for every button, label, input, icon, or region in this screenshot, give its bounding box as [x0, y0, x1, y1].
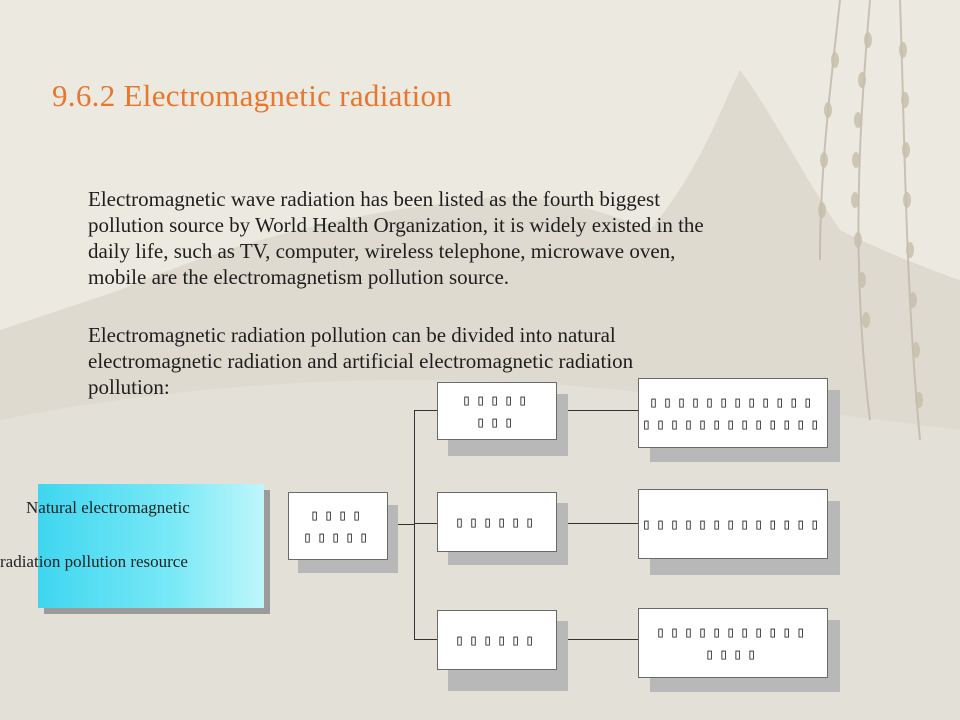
paragraph-pollution-types: Electromagnetic radiation pollution can …	[88, 322, 848, 400]
diagram-right-box-3: ▯▯▯▯▯▯▯▯▯▯▯ ▯▯▯▯	[638, 608, 828, 678]
connector-to-mid1	[414, 410, 438, 411]
box-text: ▯▯▯▯▯▯▯▯▯▯▯▯▯	[641, 515, 825, 533]
box-text: ▯▯▯▯▯	[461, 391, 533, 409]
diagram-mid-box-2: ▯▯▯▯▯▯	[437, 492, 557, 552]
paragraph-who-pollution: Electromagnetic wave radiation has been …	[88, 186, 888, 290]
connector-root-right	[386, 524, 414, 525]
paragraph-line: pollution:	[88, 375, 170, 399]
connector-vertical	[414, 410, 415, 640]
diagram-right-box-1: ▯▯▯▯▯▯▯▯▯▯▯▯ ▯▯▯▯▯▯▯▯▯▯▯▯▯	[638, 378, 828, 448]
box-text: ▯▯▯▯▯▯▯▯▯▯▯	[655, 623, 811, 641]
box-text: ▯▯▯	[475, 413, 519, 431]
paragraph-line: Electromagnetic radiation pollution can …	[88, 323, 616, 347]
paragraph-line: mobile are the electromagnetism pollutio…	[88, 265, 510, 289]
diagram-mid-box-3: ▯▯▯▯▯▯	[437, 610, 557, 670]
natural-radiation-panel	[38, 484, 264, 608]
diagram-right-box-2: ▯▯▯▯▯▯▯▯▯▯▯▯▯	[638, 489, 828, 559]
box-text: ▯▯▯▯▯	[302, 528, 374, 546]
connector-mid3-right3	[556, 639, 638, 640]
connector-mid2-right2	[556, 523, 638, 524]
box-text: ▯▯▯▯▯▯▯▯▯▯▯▯	[648, 393, 818, 411]
box-text: ▯▯▯▯	[309, 506, 367, 524]
paragraph-line: Electromagnetic wave radiation has been …	[88, 187, 661, 211]
diagram-mid-box-1: ▯▯▯▯▯ ▯▯▯	[437, 382, 557, 440]
left-panel-label-line1: Natural electromagnetic	[26, 498, 190, 517]
box-text: ▯▯▯▯▯▯	[454, 631, 540, 649]
slide-title: 9.6.2 Electromagnetic radiation	[52, 78, 453, 113]
connector-to-mid3	[414, 639, 438, 640]
box-text: ▯▯▯▯	[704, 645, 762, 663]
diagram-root-box: ▯▯▯▯ ▯▯▯▯▯	[288, 492, 388, 560]
box-text: ▯▯▯▯▯▯▯▯▯▯▯▯▯	[641, 415, 825, 433]
connector-to-mid2	[414, 523, 438, 524]
box-text: ▯▯▯▯▯▯	[454, 513, 540, 531]
paragraph-line: electromagnetic radiation and artificial…	[88, 349, 634, 373]
paragraph-line: pollution source by World Health Organiz…	[88, 213, 704, 237]
connector-mid1-right1	[556, 410, 638, 411]
left-panel-label-line2: radiation pollution resource	[0, 552, 188, 571]
paragraph-line: daily life, such as TV, computer, wirele…	[88, 239, 676, 263]
